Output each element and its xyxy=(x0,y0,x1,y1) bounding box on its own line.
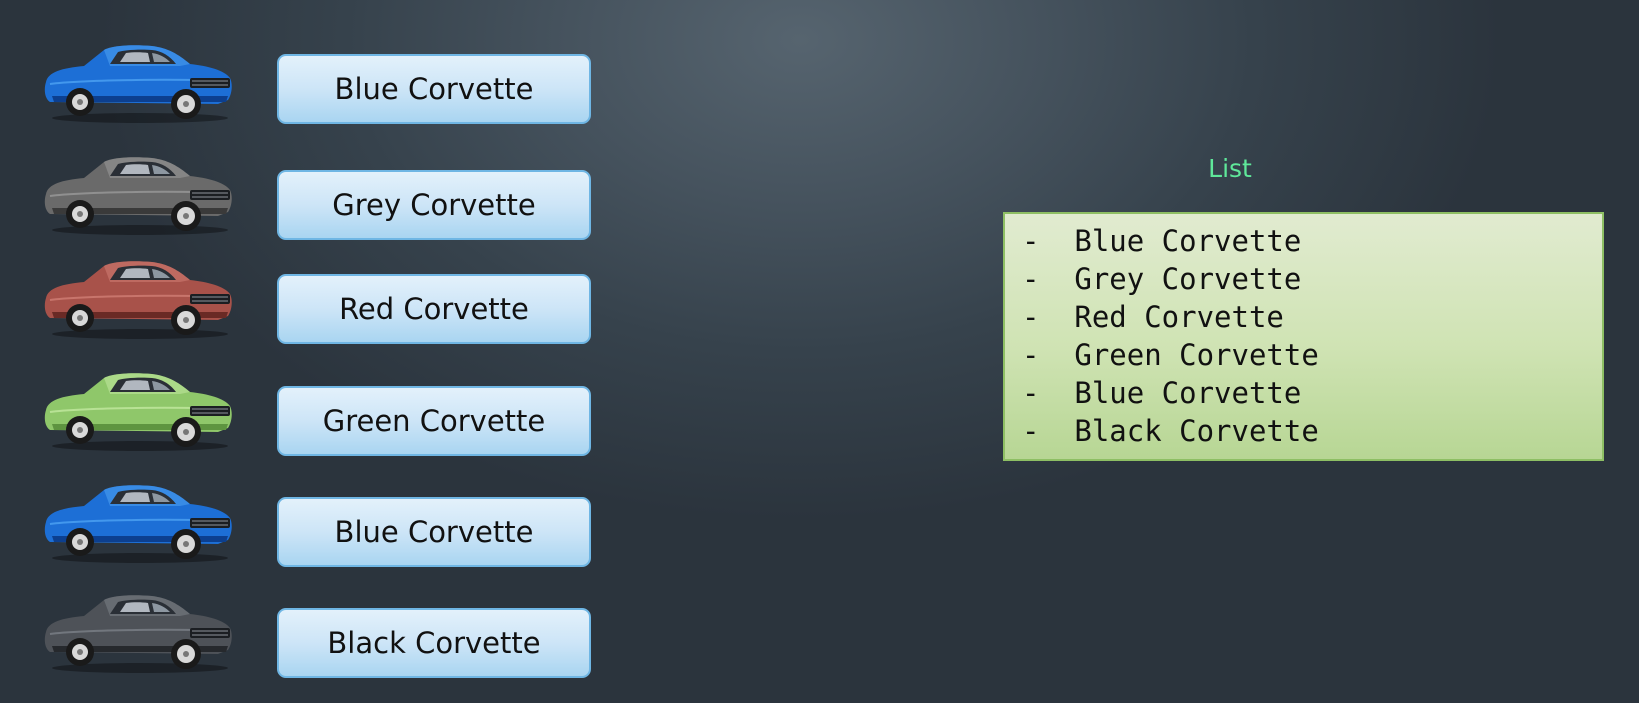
grey-corvette-button[interactable]: Grey Corvette xyxy=(277,170,591,240)
list-title: List xyxy=(1208,154,1252,183)
corvette-list: - Blue Corvette - Grey Corvette - Red Co… xyxy=(1003,212,1604,461)
car-image-black xyxy=(40,590,236,676)
car-image-blue xyxy=(40,40,236,126)
black-corvette-button[interactable]: Black Corvette xyxy=(277,608,591,678)
car-image-grey xyxy=(40,152,236,238)
list-item: - Blue Corvette xyxy=(1022,376,1302,410)
car-image-red xyxy=(40,256,236,342)
list-item: - Green Corvette xyxy=(1022,338,1319,372)
car-image-blue-2 xyxy=(40,480,236,566)
blue-corvette-button[interactable]: Blue Corvette xyxy=(277,54,591,124)
car-image-green xyxy=(40,368,236,454)
list-item: - Red Corvette xyxy=(1022,300,1284,334)
blue-corvette-button-2[interactable]: Blue Corvette xyxy=(277,497,591,567)
red-corvette-button[interactable]: Red Corvette xyxy=(277,274,591,344)
green-corvette-button[interactable]: Green Corvette xyxy=(277,386,591,456)
list-item: - Grey Corvette xyxy=(1022,262,1302,296)
list-item: - Blue Corvette xyxy=(1022,224,1302,258)
list-item: - Black Corvette xyxy=(1022,414,1319,448)
